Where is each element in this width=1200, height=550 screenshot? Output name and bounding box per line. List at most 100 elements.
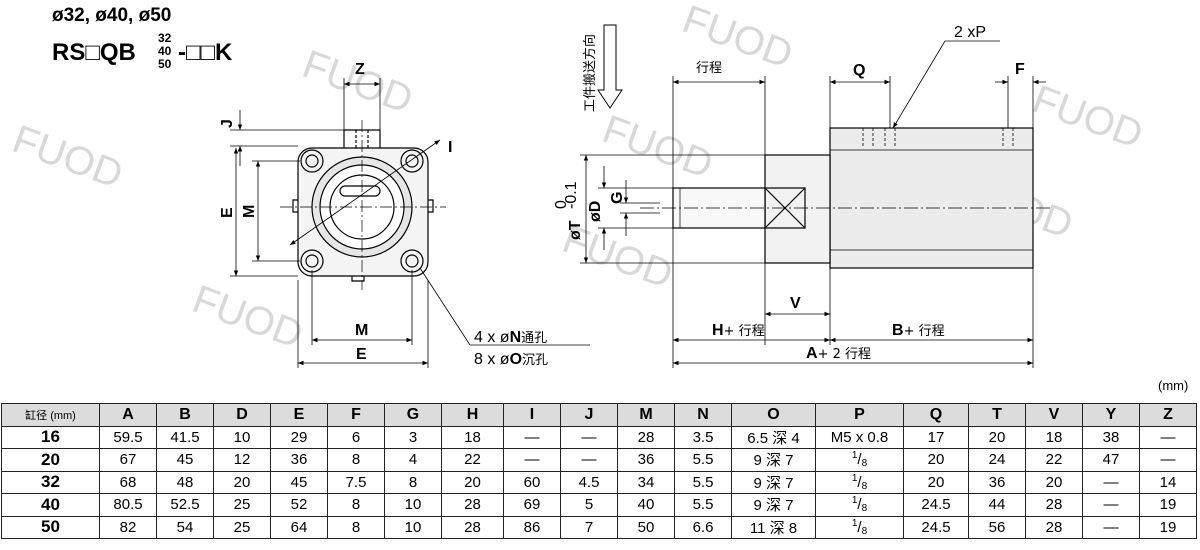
column-header-O: O [731,403,816,427]
port-holes [862,128,1014,148]
front-dimensions [230,78,590,368]
cell-H: 28 [441,515,504,539]
cell-D: 25 [213,493,271,517]
cell-O: 9 深 7 [731,493,816,517]
cell-D: 12 [213,448,271,472]
cell-N: 5.5 [674,470,732,494]
cell-Y: — [1082,515,1140,539]
cell-A: 68 [99,470,157,494]
cell-H: 20 [441,470,504,494]
column-header-F: F [327,403,385,427]
dim-label-A: A+ 2 行程 [806,345,871,362]
cell-I: — [503,448,561,472]
column-header-B: B [156,403,214,427]
cell-N: 5.5 [674,448,732,472]
column-header-T: T [968,403,1026,427]
cell-N: 5.5 [674,493,732,517]
units-label: (mm) [1158,378,1189,393]
cell-H: 18 [441,425,504,449]
stopper-block [764,154,831,264]
cell-A: 80.5 [99,493,157,517]
cell-G: 8 [384,470,442,494]
column-header-E: E [270,403,328,427]
cell-J: 5 [560,493,618,517]
workpiece-direction-label: 工件搬送方向 [582,34,598,112]
cell-B: 48 [156,470,214,494]
cell-Q: 24.5 [903,515,969,539]
watermark: FUOD [297,42,419,122]
watermark: FUOD [7,117,129,197]
cell-V: 28 [1025,493,1083,517]
cell-E: 64 [270,515,328,539]
cell-D: 20 [213,470,271,494]
cell-bore: 16 [1,425,100,449]
cell-Z: — [1139,448,1197,472]
column-header-M: M [617,403,675,427]
dim-label-F: F [1015,61,1025,78]
column-header-G: G [384,403,442,427]
cell-P: 1/8 [815,470,904,494]
cylinder-body [829,127,1034,269]
cell-T: 56 [968,515,1026,539]
cell-T: 44 [968,493,1026,517]
dim-label-J: J [219,119,236,128]
cell-G: 4 [384,448,442,472]
cell-F: 8 [327,448,385,472]
technical-drawing: FUOD FUOD FUOD FUOD FUOD FUOD FUOD FUOD … [7,0,1149,368]
cell-O: 6.5 深 4 [731,425,816,449]
cell-F: 8 [327,493,385,517]
cell-M: 34 [617,470,675,494]
cell-Z: — [1139,425,1197,449]
column-header-J: J [560,403,618,427]
cell-N: 6.6 [674,515,732,539]
side-view [640,127,1050,269]
cell-I: — [503,425,561,449]
cell-A: 67 [99,448,157,472]
cell-Y: — [1082,470,1140,494]
dim-label-Z: Z [355,61,365,78]
model-suffix: -□□K [178,39,233,66]
bore-sizes-title: ø32, ø40, ø50 [52,5,171,26]
cell-A: 59.5 [99,425,157,449]
column-header-P: P [815,403,904,427]
cell-P: 1/8 [815,515,904,539]
dim-label-G: G [609,192,626,204]
cell-D: 10 [213,425,271,449]
cell-B: 41.5 [156,425,214,449]
cell-M: 36 [617,448,675,472]
cell-M: 28 [617,425,675,449]
front-view [280,120,446,290]
model-code: RS□QB 32 40 50 -□□K [52,31,233,71]
dim-label-V: V [790,295,801,312]
stroke-label: 行程 [696,61,722,76]
column-header-D: D [213,403,271,427]
column-header-A: A [99,403,157,427]
cell-V: 20 [1025,470,1083,494]
dim-label-M-vertical: M [241,205,258,218]
column-header-Z: Z [1139,403,1197,427]
model-prefix: RS□QB [52,39,136,66]
cell-B: 54 [156,515,214,539]
cell-I: 60 [503,470,561,494]
watermark: FUOD [1027,77,1149,157]
model-bore-50: 50 [158,57,172,71]
cell-E: 45 [270,470,328,494]
column-header-N: N [674,403,732,427]
cell-V: 18 [1025,425,1083,449]
watermark: FUOD [187,277,309,357]
cell-O: 9 深 7 [731,448,816,472]
cell-G: 10 [384,493,442,517]
column-header-H: H [441,403,504,427]
cell-D: 25 [213,515,271,539]
cell-Y: — [1082,493,1140,517]
cell-Q: 20 [903,470,969,494]
cell-G: 10 [384,515,442,539]
cell-H: 28 [441,493,504,517]
cell-P: 1/8 [815,493,904,517]
dim-label-T-tol-lower: -0.1 [563,181,580,209]
cell-H: 22 [441,448,504,472]
